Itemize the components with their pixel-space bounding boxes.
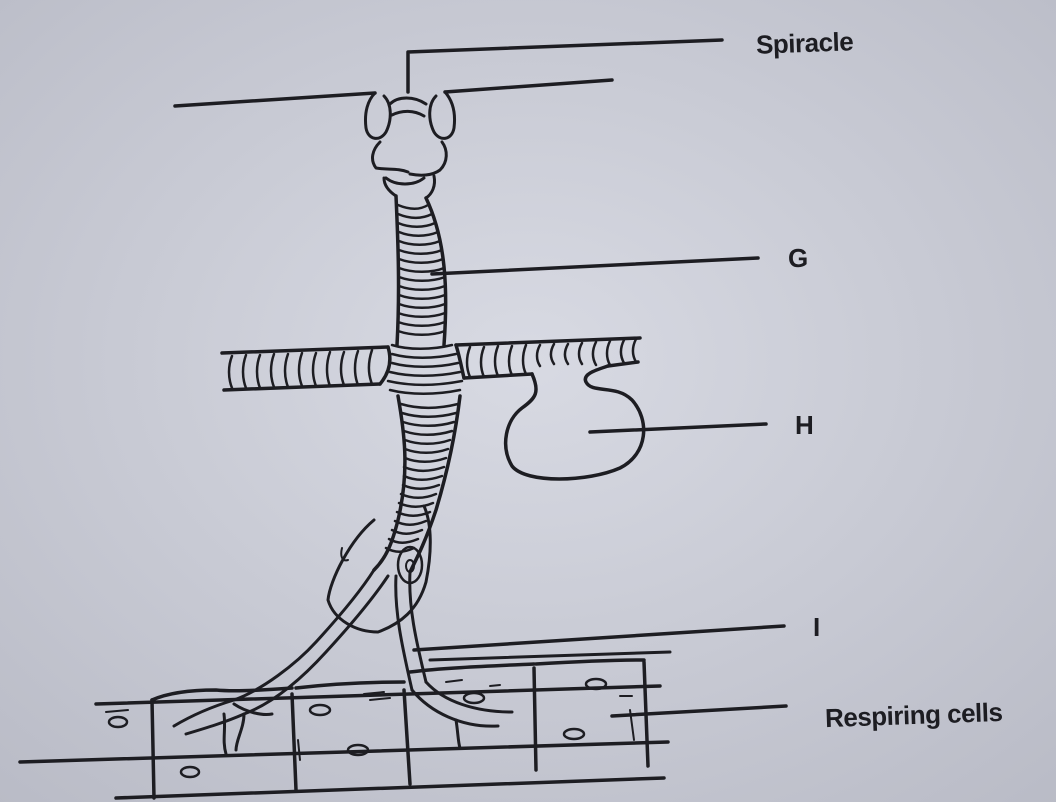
label-i: I [813, 612, 820, 643]
label-h: H [795, 410, 813, 441]
label-spiracle: Spiracle [755, 26, 853, 60]
label-g: G [788, 243, 808, 274]
label-respiring-cells: Respiring cells [825, 697, 1003, 734]
